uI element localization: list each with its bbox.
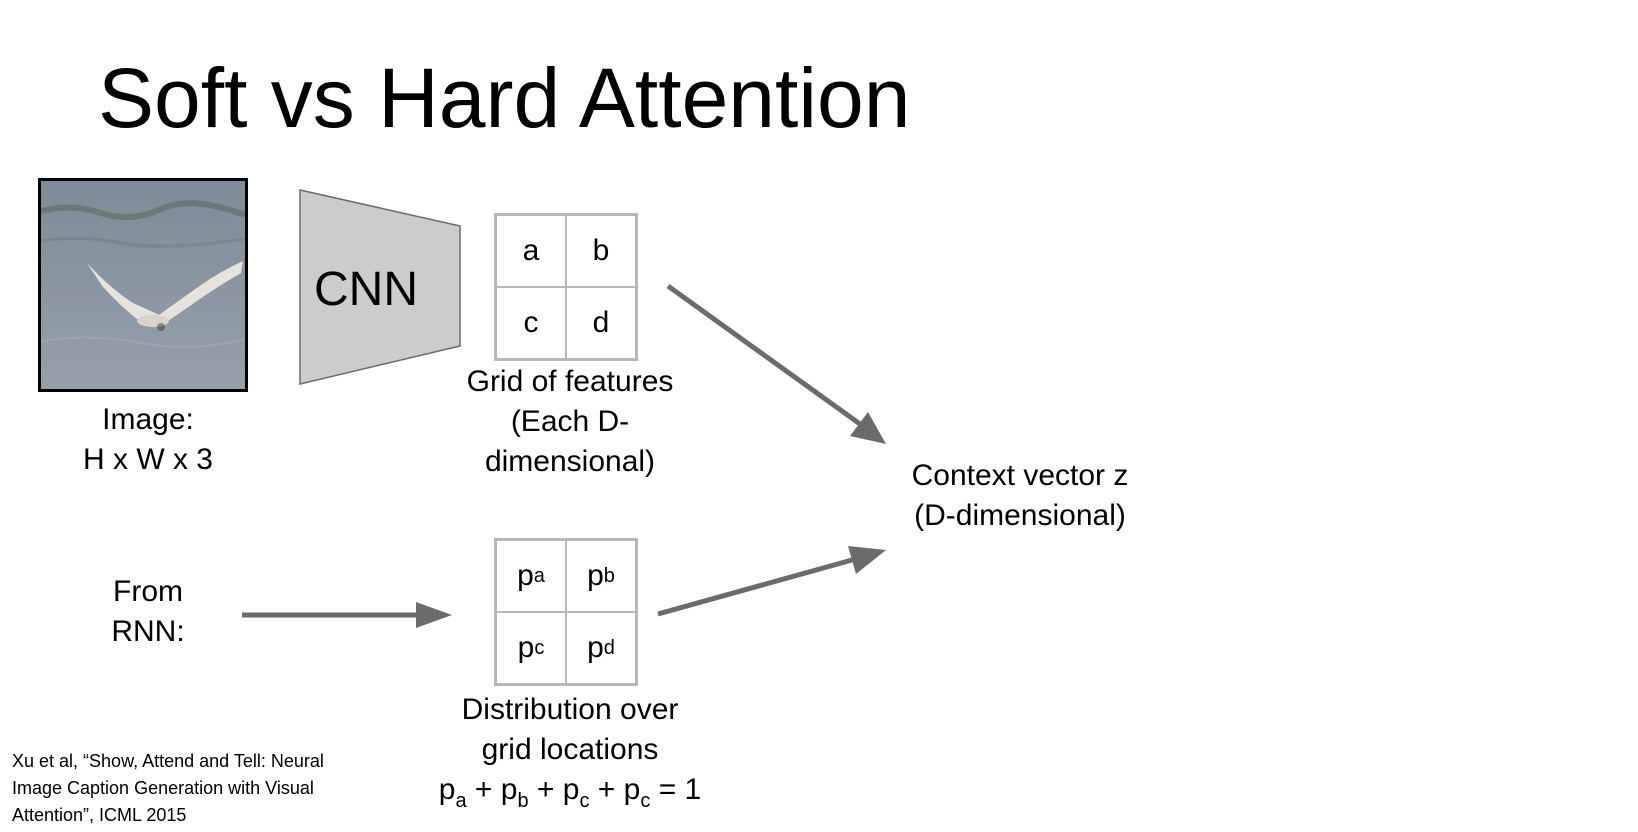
prob-subscript: c [534,636,545,659]
grid-label: Grid of features (Each D- dimensional) [420,362,720,482]
context-label-line: (D-dimensional) [914,499,1126,532]
grid-label-line: Grid of features [466,365,674,398]
image-label: Image: H x W x 3 [48,400,248,480]
arrow-distribution-to-context [657,557,853,617]
input-image [38,178,248,392]
eq-operator: + [589,773,624,806]
prob-subscript: b [603,564,615,587]
citation-line: Image Caption Generation with Visual [12,778,314,798]
arrow-features-to-context [666,283,862,427]
feature-grid: a b c d [494,213,638,361]
distribution-label-line: grid locations [481,733,659,766]
context-vector-label: Context vector z (D-dimensional) [870,456,1170,536]
image-label-line: H x W x 3 [82,443,213,476]
eq-operator: + [528,773,563,806]
feature-cell: b [566,215,636,287]
arrowhead-distribution [848,546,886,574]
eq-base: p [438,773,456,806]
rnn-label-line: RNN: [111,615,185,648]
rnn-label-line: From [113,575,183,608]
cnn-label: CNN [314,263,418,316]
prob-base: p [517,631,535,664]
citation: Xu et al, “Show, Attend and Tell: Neural… [12,748,372,829]
citation-line: Attention”, ICML 2015 [12,805,187,825]
cnn-trapezoid [299,189,461,385]
slide-title: Soft vs Hard Attention [98,51,911,145]
prob-base: p [587,559,604,592]
feature-cell: a [496,215,566,287]
arrowhead-features [850,412,886,444]
arrowhead-rnn [416,602,452,628]
eq-operator: + [466,773,501,806]
image-label-line: Image: [102,403,194,436]
prob-base: p [587,631,604,664]
eq-subscript: c [579,790,590,812]
distribution-label-line: Distribution over [461,693,679,726]
prob-subscript: d [603,636,615,659]
prob-base: p [517,559,534,592]
context-label-line: Context vector z [911,459,1129,492]
prob-subscript: a [533,564,545,587]
distribution-label: Distribution over grid locations pa + pb… [400,690,740,821]
grid-label-line: (Each D- [510,405,630,438]
rnn-label: From RNN: [78,572,218,652]
grid-label-line: dimensional) [484,445,656,478]
feature-cell: c [496,287,566,359]
feature-cell: d [566,287,636,359]
eq-base: p [623,773,641,806]
seagull-photo [41,181,245,389]
eq-subscript: a [455,790,467,812]
eq-base: p [562,773,580,806]
eq-base: p [500,773,518,806]
eq-subscript: c [640,790,651,812]
distribution-equation: pa + pb + pc + pc = 1 [400,770,740,821]
eq-subscript: b [517,790,529,812]
eq-operator: = 1 [650,773,702,806]
citation-line: Xu et al, “Show, Attend and Tell: Neural [12,751,324,771]
